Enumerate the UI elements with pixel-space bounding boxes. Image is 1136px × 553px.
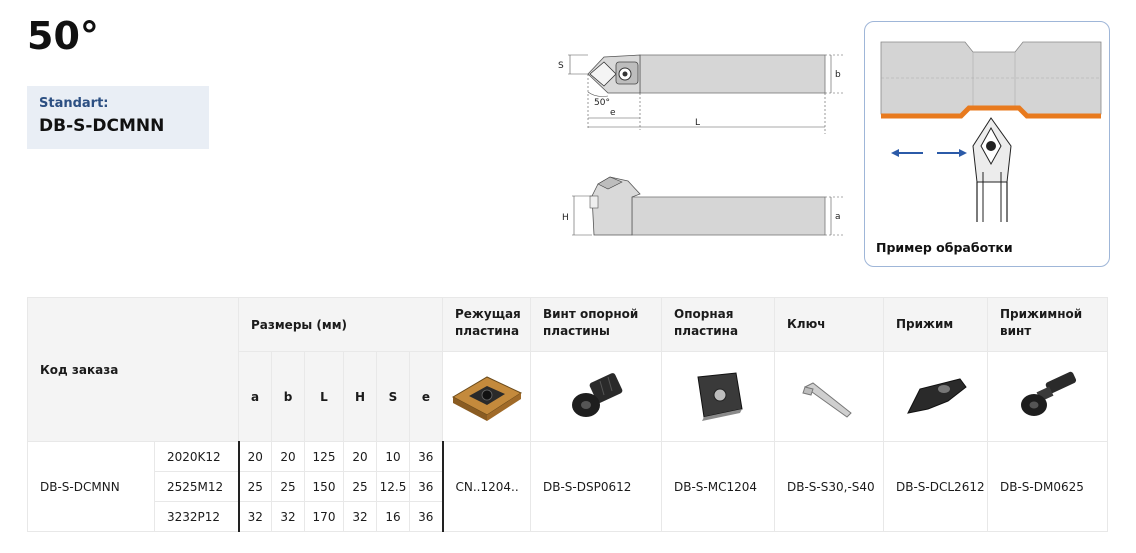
machining-example: Пример обработки — [864, 21, 1110, 267]
label-h: H — [562, 213, 569, 223]
arrow-left-icon — [891, 149, 923, 157]
clamp-image — [883, 351, 988, 442]
example-caption: Пример обработки — [876, 240, 1013, 255]
key-code: DB-S-S30,-S40 — [774, 441, 884, 532]
standard-label: Standart: — [39, 96, 109, 111]
seat-screw-image — [530, 351, 662, 442]
insert-code: CN..1204.. — [442, 441, 531, 532]
clamp-icon — [906, 378, 967, 414]
standard-code: DB-S-DCMNN — [39, 116, 165, 136]
seat-header: Опорная пластина — [661, 297, 775, 352]
row-3-b: 32 — [271, 501, 305, 532]
row-2-e: 36 — [409, 471, 444, 502]
standard-box: Standart: DB-S-DCMNN — [27, 86, 209, 149]
row-3-a: 32 — [237, 501, 272, 532]
label-angle: 50° — [594, 98, 610, 108]
row-1-h: 20 — [343, 441, 377, 472]
clamp-header: Прижим — [883, 297, 988, 352]
side-view: H a — [562, 176, 844, 236]
row-2-b: 25 — [271, 471, 305, 502]
seat-screw-icon — [572, 373, 623, 417]
seat-image — [661, 351, 775, 442]
tool-drawing: S b 50° e L H a — [558, 54, 844, 236]
dim-col-l: L — [304, 351, 344, 442]
clamp-screw-header: Прижимной винт — [987, 297, 1108, 352]
clamp-screw-icon — [1020, 371, 1076, 416]
dimensions-header: Размеры (мм) — [238, 297, 443, 352]
row-3-s: 16 — [376, 501, 410, 532]
label-b: b — [835, 70, 841, 80]
variant-row-3: 3232P12 — [154, 501, 239, 532]
variant-row-2: 2525M12 — [154, 471, 239, 502]
row-1-a: 20 — [237, 441, 272, 472]
variant-row-1: 2020K12 — [154, 441, 239, 472]
row-2-h: 25 — [343, 471, 377, 502]
label-l: L — [695, 118, 700, 128]
seat-screw-code: DB-S-DSP0612 — [530, 441, 662, 532]
top-view: S b 50° e L — [558, 54, 844, 134]
insert-image — [442, 351, 531, 442]
row-2-l: 150 — [304, 471, 344, 502]
label-a: a — [835, 212, 841, 222]
dim-col-s: S — [376, 351, 410, 442]
row-3-h: 32 — [343, 501, 377, 532]
key-header: Ключ — [774, 297, 884, 352]
clamp-screw-image — [987, 351, 1108, 442]
row-3-l: 170 — [304, 501, 344, 532]
clamp-code: DB-S-DCL2612 — [883, 441, 988, 532]
seat-screw-header: Винт опорной пластины — [530, 297, 662, 352]
seat-icon — [697, 372, 743, 421]
key-icon — [802, 382, 852, 418]
label-s: S — [558, 61, 564, 71]
row-2-s: 12.5 — [376, 471, 410, 502]
insert-icon — [451, 376, 522, 421]
row-1-l: 125 — [304, 441, 344, 472]
key-image — [774, 351, 884, 442]
seat-code: DB-S-MC1204 — [661, 441, 775, 532]
angle-title: 50° — [27, 14, 99, 58]
clamp-screw-code: DB-S-DM0625 — [987, 441, 1108, 532]
row-1-b: 20 — [271, 441, 305, 472]
arrow-right-icon — [937, 149, 967, 157]
order-code-header: Код заказа — [27, 297, 239, 442]
row-1-e: 36 — [409, 441, 444, 472]
label-e: e — [610, 108, 616, 118]
dim-col-a: a — [238, 351, 272, 442]
machining-illustration — [880, 41, 1102, 222]
insert-header: Режущая пластина — [442, 297, 531, 352]
dim-col-h: H — [343, 351, 377, 442]
dim-col-b: b — [271, 351, 305, 442]
row-3-e: 36 — [409, 501, 444, 532]
row-2-a: 25 — [237, 471, 272, 502]
order-code: DB-S-DCMNN — [27, 441, 155, 532]
dim-col-e: e — [409, 351, 443, 442]
row-1-s: 10 — [376, 441, 410, 472]
spec-table: Код заказа Размеры (мм) Режущая пластина… — [27, 297, 1108, 532]
